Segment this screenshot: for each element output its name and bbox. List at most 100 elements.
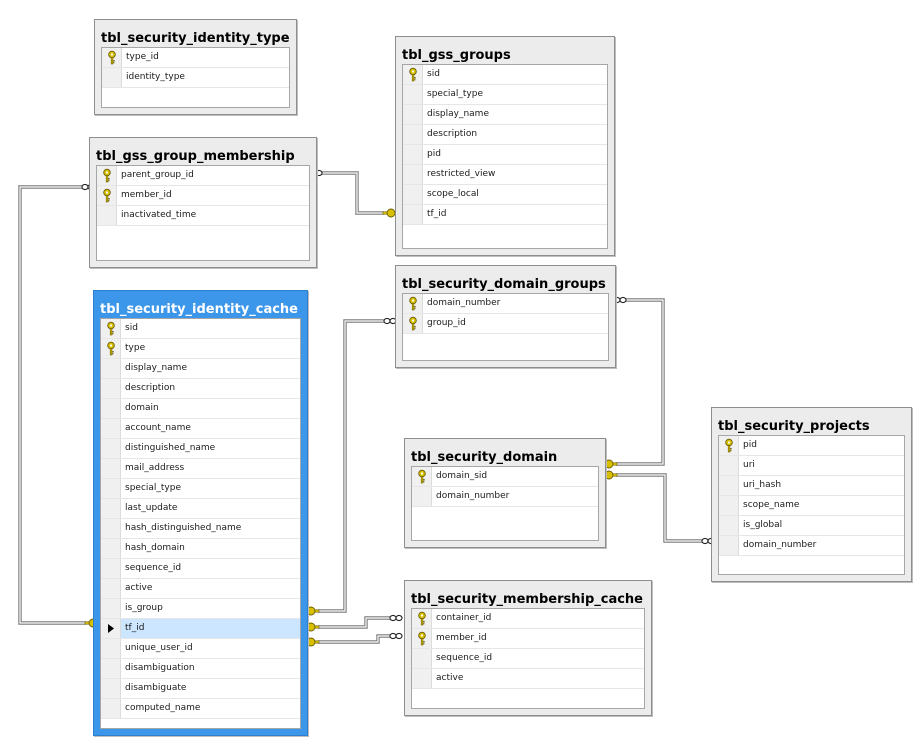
table-title: tbl_security_projects bbox=[718, 419, 870, 434]
column-row[interactable]: pid bbox=[403, 145, 607, 165]
relationship-line[interactable] bbox=[318, 319, 384, 613]
column-name: hash_domain bbox=[125, 543, 185, 553]
table-columns: type_id identity_type bbox=[101, 47, 290, 108]
relationship-line[interactable] bbox=[318, 616, 390, 629]
column-row[interactable]: active bbox=[412, 669, 644, 689]
row-selector bbox=[403, 125, 423, 144]
column-row[interactable]: container_id bbox=[412, 609, 644, 629]
table-title: tbl_security_identity_cache bbox=[100, 302, 298, 317]
relationship-line[interactable] bbox=[616, 299, 664, 465]
column-row[interactable]: disambiguate bbox=[101, 679, 300, 699]
relationship-line[interactable] bbox=[616, 474, 702, 542]
column-row[interactable]: scope_local bbox=[403, 185, 607, 205]
column-row[interactable]: identity_type bbox=[102, 68, 289, 88]
row-selector bbox=[719, 456, 739, 475]
column-row[interactable]: hash_distinguished_name bbox=[101, 519, 300, 539]
infinity-connector-icon bbox=[389, 614, 403, 622]
column-row[interactable]: tf_id bbox=[101, 619, 300, 639]
column-row[interactable]: uri_hash bbox=[719, 476, 904, 496]
column-row[interactable]: tf_id bbox=[403, 205, 607, 225]
relationship-line[interactable] bbox=[318, 634, 390, 644]
column-row[interactable]: special_type bbox=[403, 85, 607, 105]
relationship-line[interactable] bbox=[318, 320, 384, 612]
column-name: domain_number bbox=[436, 491, 510, 501]
column-row[interactable]: sequence_id bbox=[412, 649, 644, 669]
column-row[interactable]: sequence_id bbox=[101, 559, 300, 579]
relationship-line[interactable] bbox=[616, 473, 702, 543]
column-name: display_name bbox=[427, 109, 489, 119]
column-row[interactable]: parent_group_id bbox=[97, 166, 309, 186]
column-row[interactable]: domain bbox=[101, 399, 300, 419]
column-row[interactable]: last_update bbox=[101, 499, 300, 519]
column-row[interactable]: active bbox=[101, 579, 300, 599]
column-name: mail_address bbox=[125, 463, 185, 473]
column-row[interactable]: domain_number bbox=[719, 536, 904, 556]
relationship-line[interactable] bbox=[322, 171, 384, 215]
row-selector bbox=[101, 679, 121, 698]
column-row[interactable]: member_id bbox=[412, 629, 644, 649]
column-name: is_global bbox=[743, 520, 783, 530]
relationship-line[interactable] bbox=[318, 617, 390, 628]
column-name: display_name bbox=[125, 363, 187, 373]
column-row[interactable]: member_id bbox=[97, 186, 309, 206]
column-row[interactable]: description bbox=[101, 379, 300, 399]
row-selector bbox=[101, 479, 121, 498]
column-row[interactable]: type bbox=[101, 339, 300, 359]
relationship-line[interactable] bbox=[322, 172, 384, 214]
column-row[interactable]: hash_domain bbox=[101, 539, 300, 559]
column-row[interactable]: pid bbox=[719, 436, 904, 456]
column-row[interactable]: display_name bbox=[101, 359, 300, 379]
relationship-line[interactable] bbox=[19, 186, 86, 624]
column-row[interactable]: inactivated_time bbox=[97, 206, 309, 226]
column-row[interactable]: domain_number bbox=[403, 294, 608, 314]
column-row[interactable]: computed_name bbox=[101, 699, 300, 719]
column-row[interactable]: is_group bbox=[101, 599, 300, 619]
row-selector bbox=[403, 294, 423, 313]
column-row[interactable]: domain_sid bbox=[412, 467, 598, 487]
column-row[interactable]: special_type bbox=[101, 479, 300, 499]
table-tbl-security-membership-cache[interactable]: tbl_security_membership_cache container_… bbox=[404, 580, 652, 716]
row-selector bbox=[403, 165, 423, 184]
column-row[interactable]: unique_user_id bbox=[101, 639, 300, 659]
column-name: restricted_view bbox=[427, 169, 496, 179]
table-tbl-gss-group-membership[interactable]: tbl_gss_group_membership parent_group_id… bbox=[89, 137, 317, 268]
relationship-line[interactable] bbox=[318, 635, 390, 643]
column-row[interactable]: uri bbox=[719, 456, 904, 476]
row-selector bbox=[719, 536, 739, 555]
column-row[interactable]: disambiguation bbox=[101, 659, 300, 679]
column-row[interactable]: mail_address bbox=[101, 459, 300, 479]
column-name: identity_type bbox=[126, 72, 185, 82]
key-icon bbox=[418, 631, 426, 646]
column-row[interactable]: type_id bbox=[102, 48, 289, 68]
row-selector bbox=[102, 48, 122, 67]
row-selector bbox=[403, 205, 423, 224]
column-row[interactable]: account_name bbox=[101, 419, 300, 439]
row-selector bbox=[97, 166, 117, 185]
column-row[interactable]: scope_name bbox=[719, 496, 904, 516]
column-row[interactable]: distinguished_name bbox=[101, 439, 300, 459]
table-tbl-security-domain-groups[interactable]: tbl_security_domain_groups domain_number… bbox=[395, 265, 616, 368]
column-row[interactable]: display_name bbox=[403, 105, 607, 125]
column-row[interactable]: domain_number bbox=[412, 487, 598, 507]
column-name: sequence_id bbox=[125, 563, 182, 573]
row-selector bbox=[101, 619, 121, 638]
column-row[interactable]: restricted_view bbox=[403, 165, 607, 185]
row-selector bbox=[97, 206, 117, 225]
relationship-line[interactable] bbox=[616, 298, 665, 466]
column-row[interactable]: sid bbox=[403, 65, 607, 85]
column-row[interactable]: sid bbox=[101, 319, 300, 339]
infinity-connector-icon bbox=[389, 632, 403, 640]
row-selector bbox=[101, 699, 121, 718]
column-row[interactable]: description bbox=[403, 125, 607, 145]
row-selector bbox=[101, 599, 121, 618]
column-name: uri bbox=[743, 460, 755, 470]
column-row[interactable]: group_id bbox=[403, 314, 608, 334]
column-row[interactable]: is_global bbox=[719, 516, 904, 536]
relationship-line[interactable] bbox=[18, 185, 86, 625]
